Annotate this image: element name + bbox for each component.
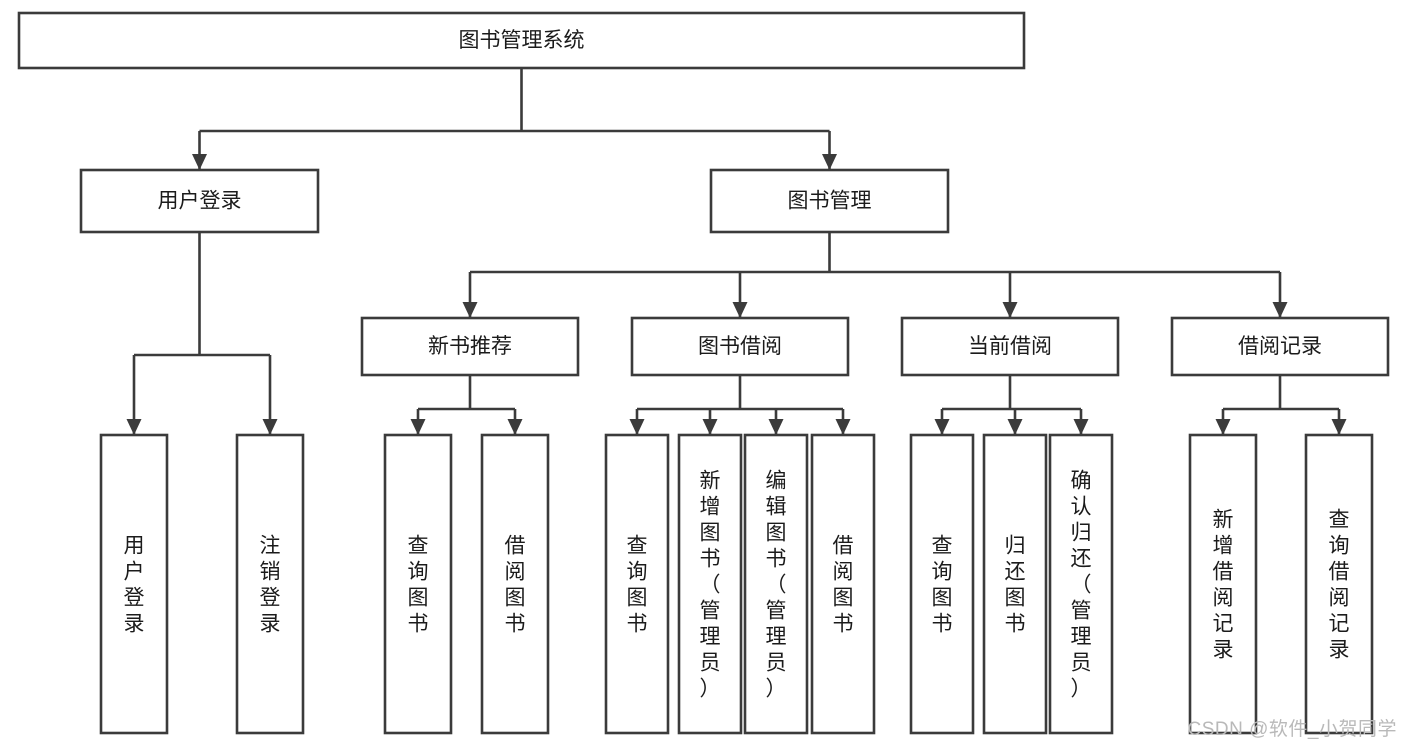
node-leaf-查询借阅记录[interactable]: 查询借阅记录: [1304, 433, 1374, 735]
node-box: [99, 433, 169, 735]
node-leaf-用户登录[interactable]: 用户登录: [99, 433, 169, 735]
node-label: 借阅图书: [833, 534, 854, 635]
node-label: 新增借阅记录: [1213, 508, 1234, 661]
arrow-head-icon: [1007, 419, 1023, 435]
connector-group: [934, 375, 1089, 435]
arrow-head-icon: [462, 302, 478, 318]
arrow-head-icon: [629, 419, 645, 435]
arrow-head-icon: [702, 419, 718, 435]
node-box: [235, 433, 305, 735]
node-box: [709, 168, 950, 234]
node-leaf-注销登录[interactable]: 注销登录: [235, 433, 305, 735]
node-root-图书管理系统[interactable]: 图书管理系统: [17, 11, 1026, 70]
arrow-head-icon: [1002, 302, 1018, 318]
node-box: [900, 316, 1120, 377]
arrow-head-icon: [822, 154, 837, 170]
node-label: 用户登录: [158, 190, 242, 213]
node-box: [79, 168, 320, 234]
arrow-head-icon: [410, 419, 426, 435]
node-label: 当前借阅: [968, 335, 1052, 358]
node-box: [383, 433, 453, 735]
node-label: 查询图书: [932, 534, 953, 635]
node-box: [743, 433, 809, 735]
node-leaf-借阅图书[interactable]: 借阅图书: [480, 433, 550, 735]
node-box: [1304, 433, 1374, 735]
node-box: [630, 316, 850, 377]
connector-group: [410, 375, 523, 435]
node-leaf-确认归还管理员[interactable]: 确认归还（管理员）: [1048, 433, 1114, 735]
node-level2-用户登录[interactable]: 用户登录: [79, 168, 320, 234]
node-leaf-编辑图书管理员[interactable]: 编辑图书（管理员）: [743, 433, 809, 735]
node-leaf-查询图书[interactable]: 查询图书: [604, 433, 670, 735]
node-box: [1048, 433, 1114, 735]
node-box: [17, 11, 1026, 70]
node-leaf-查询图书[interactable]: 查询图书: [909, 433, 975, 735]
connector-group: [629, 375, 851, 435]
connector-group: [1215, 375, 1347, 435]
node-label: 图书借阅: [698, 335, 782, 358]
node-label: 查询图书: [408, 534, 429, 635]
node-leaf-新增图书管理员[interactable]: 新增图书（管理员）: [677, 433, 743, 735]
arrow-head-icon: [126, 419, 142, 435]
node-box: [604, 433, 670, 735]
node-level3-借阅记录[interactable]: 借阅记录: [1170, 316, 1390, 377]
arrow-head-icon: [1215, 419, 1231, 435]
node-box: [480, 433, 550, 735]
node-level3-当前借阅[interactable]: 当前借阅: [900, 316, 1120, 377]
node-level3-图书借阅[interactable]: 图书借阅: [630, 316, 850, 377]
node-leaf-借阅图书[interactable]: 借阅图书: [810, 433, 876, 735]
arrow-head-icon: [732, 302, 748, 318]
node-label: 借阅记录: [1238, 335, 1322, 358]
node-box: [360, 316, 580, 377]
node-label: 用户登录: [124, 534, 145, 635]
connector-group: [462, 232, 1288, 318]
connector-group: [192, 68, 837, 170]
node-label: 注销登录: [260, 534, 281, 635]
node-level2-图书管理[interactable]: 图书管理: [709, 168, 950, 234]
node-layer: 图书管理系统用户登录图书管理新书推荐图书借阅当前借阅借阅记录用户登录注销登录查询…: [17, 11, 1390, 735]
node-box: [982, 433, 1048, 735]
arrow-head-icon: [507, 419, 523, 435]
node-box: [1188, 433, 1258, 735]
node-label: 确认归还（管理员）: [1071, 469, 1092, 700]
connector-group: [126, 232, 278, 435]
node-label: 编辑图书（管理员）: [766, 469, 787, 700]
node-leaf-归还图书[interactable]: 归还图书: [982, 433, 1048, 735]
node-label: 图书管理系统: [459, 29, 585, 52]
arrow-head-icon: [768, 419, 784, 435]
arrow-head-icon: [192, 154, 207, 170]
node-box: [677, 433, 743, 735]
arrow-head-icon: [1272, 302, 1288, 318]
node-box: [810, 433, 876, 735]
arrow-head-icon: [835, 419, 851, 435]
node-label: 借阅图书: [505, 534, 526, 635]
node-box: [909, 433, 975, 735]
arrow-head-icon: [1073, 419, 1089, 435]
arrow-head-icon: [934, 419, 950, 435]
connector-layer: [126, 68, 1347, 435]
node-box: [1170, 316, 1390, 377]
node-leaf-新增借阅记录[interactable]: 新增借阅记录: [1188, 433, 1258, 735]
node-level3-新书推荐[interactable]: 新书推荐: [360, 316, 580, 377]
node-label: 新书推荐: [428, 335, 512, 358]
node-leaf-查询图书[interactable]: 查询图书: [383, 433, 453, 735]
node-label: 查询借阅记录: [1329, 508, 1350, 661]
node-label: 归还图书: [1005, 534, 1026, 635]
node-label: 新增图书（管理员）: [700, 469, 721, 700]
node-label: 查询图书: [627, 534, 648, 635]
node-label: 图书管理: [788, 190, 872, 213]
arrow-head-icon: [1331, 419, 1347, 435]
arrow-head-icon: [262, 419, 278, 435]
